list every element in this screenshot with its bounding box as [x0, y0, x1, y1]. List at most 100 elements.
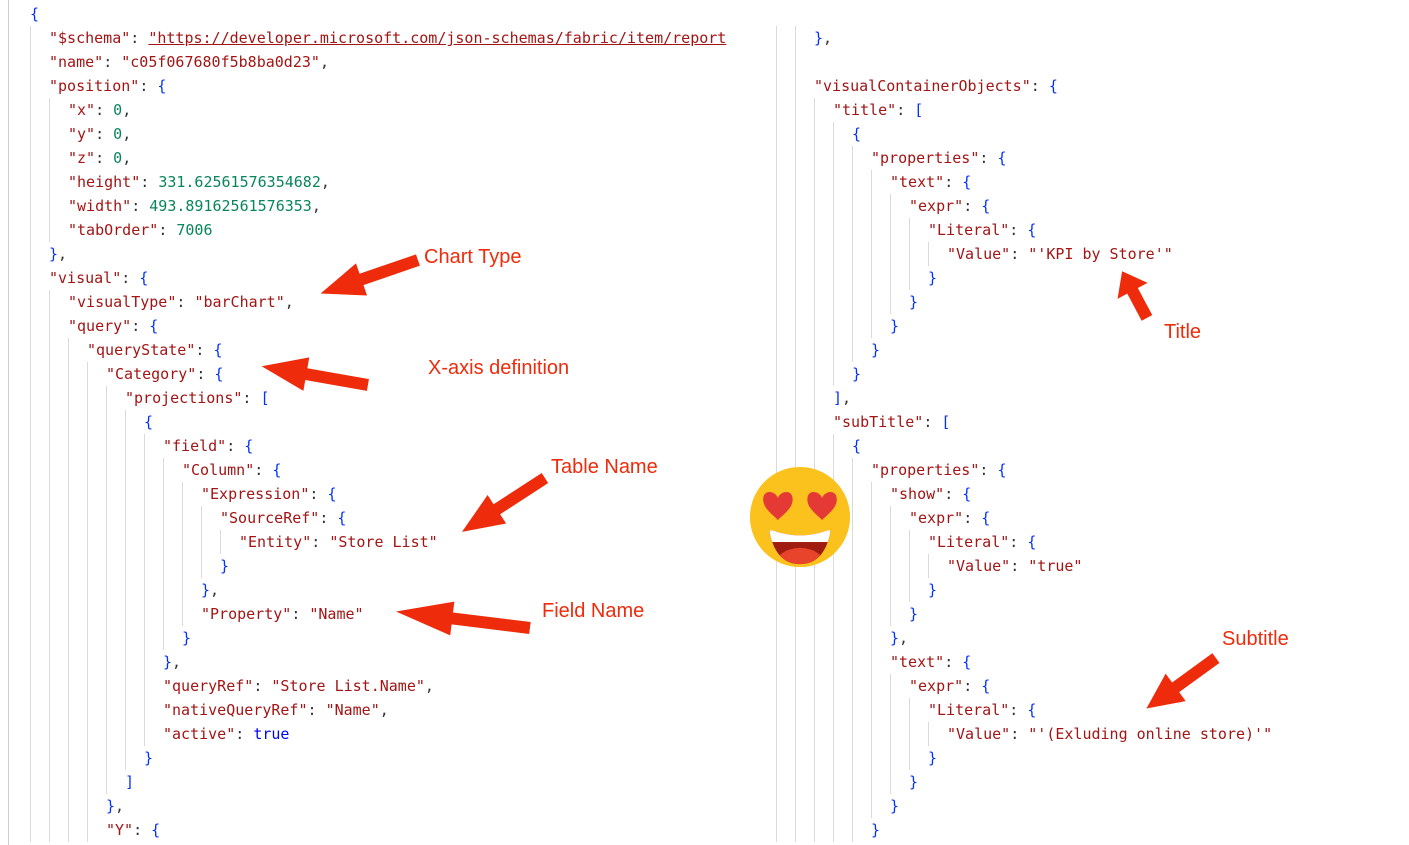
- indent-guide: [852, 458, 871, 482]
- indent-guide: [220, 530, 239, 554]
- indent-guide: [68, 530, 87, 554]
- indent-guide: [49, 770, 68, 794]
- code-token: :: [307, 701, 326, 719]
- indent-guide: [890, 746, 909, 770]
- indent-guide: [163, 458, 182, 482]
- json-editor-left-pane[interactable]: { "$schema": "https://developer.microsoft…: [8, 0, 787, 845]
- code-line: "height": 331.62561576354682,: [30, 170, 787, 194]
- code-token: {: [852, 437, 862, 455]
- code-token: {: [1027, 533, 1037, 551]
- indent-guide: [87, 530, 106, 554]
- indent-guide: [163, 602, 182, 626]
- indent-guide: [871, 674, 890, 698]
- code-line: "$schema": "https://developer.microsoft.…: [30, 26, 787, 50]
- code-token: "active": [163, 725, 236, 743]
- indent-guide: [795, 818, 814, 842]
- indent-guide: [833, 674, 852, 698]
- indent-guide: [68, 698, 87, 722]
- indent-guide: [871, 746, 890, 770]
- code-line: "queryRef": "Store List.Name",: [30, 674, 787, 698]
- annotation-arrow-field-name: [394, 594, 532, 646]
- code-token: "expr": [909, 509, 964, 527]
- code-line: "Column": {: [30, 458, 787, 482]
- code-line: "width": 493.89162561576353,: [30, 194, 787, 218]
- indent-guide: [795, 794, 814, 818]
- indent-guide: [49, 506, 68, 530]
- indent-guide: [87, 746, 106, 770]
- code-token: {: [272, 461, 282, 479]
- code-token: :: [309, 485, 328, 503]
- code-token: }: [871, 821, 881, 839]
- indent-guide: [814, 410, 833, 434]
- code-token: 331.62561576354682: [158, 173, 321, 191]
- indent-guide: [871, 626, 890, 650]
- code-token: {: [30, 5, 40, 23]
- indent-guide: [68, 482, 87, 506]
- code-line: "visualContainerObjects": {: [776, 74, 1409, 98]
- indent-guide: [833, 146, 852, 170]
- indent-guide: [30, 650, 49, 674]
- code-token: "true": [1028, 557, 1083, 575]
- indent-guide: [814, 98, 833, 122]
- code-token: }: [182, 629, 192, 647]
- indent-guide: [814, 266, 833, 290]
- code-line: "expr": {: [776, 194, 1409, 218]
- indent-guide: [814, 122, 833, 146]
- code-token: "barChart": [194, 293, 285, 311]
- indent-guide: [776, 386, 795, 410]
- annotation-label-chart-type: Chart Type: [424, 246, 522, 268]
- indent-guide: [144, 530, 163, 554]
- indent-guide: [49, 194, 68, 218]
- indent-guide: [814, 674, 833, 698]
- code-line: "Literal": {: [776, 218, 1409, 242]
- code-token: {: [327, 485, 337, 503]
- indent-guide: [871, 482, 890, 506]
- indent-guide: [833, 170, 852, 194]
- code-token: "Value": [947, 245, 1011, 263]
- indent-guide: [125, 482, 144, 506]
- code-token: :: [253, 677, 272, 695]
- code-token: "queryRef": [163, 677, 254, 695]
- indent-guide: [833, 722, 852, 746]
- schema-url-link[interactable]: "https://developer.microsoft.com/json-sc…: [148, 29, 727, 47]
- indent-guide: [814, 578, 833, 602]
- indent-guide: [49, 530, 68, 554]
- code-token: true: [253, 725, 290, 743]
- indent-guide: [144, 698, 163, 722]
- indent-guide: [795, 122, 814, 146]
- indent-guide: [795, 290, 814, 314]
- code-token: :: [140, 173, 159, 191]
- indent-guide: [144, 458, 163, 482]
- indent-guide: [795, 362, 814, 386]
- json-editor-right-pane[interactable]: },"visualContainerObjects": {"title": [{…: [754, 0, 1409, 845]
- indent-guide: [144, 674, 163, 698]
- code-token: ,: [379, 701, 389, 719]
- code-token: [: [914, 101, 924, 119]
- indent-guide: [833, 218, 852, 242]
- indent-guide: [30, 362, 49, 386]
- indent-guide: [30, 194, 49, 218]
- code-token: "name": [49, 53, 104, 71]
- code-token: :: [131, 197, 150, 215]
- code-token: "width": [68, 197, 132, 215]
- code-token: "expr": [909, 197, 964, 215]
- code-token: "Value": [947, 557, 1011, 575]
- indent-guide: [890, 602, 909, 626]
- indent-guide: [144, 434, 163, 458]
- indent-guide: [795, 746, 814, 770]
- indent-guide: [125, 698, 144, 722]
- code-token: {: [151, 821, 161, 839]
- indent-guide: [144, 578, 163, 602]
- code-line: "expr": {: [776, 506, 1409, 530]
- code-token: "Name": [309, 605, 364, 623]
- indent-guide: [163, 530, 182, 554]
- indent-guide: [909, 554, 928, 578]
- code-line: }: [776, 314, 1409, 338]
- indent-guide: [833, 314, 852, 338]
- code-line: }: [776, 794, 1409, 818]
- indent-guide: [814, 770, 833, 794]
- indent-guide: [795, 386, 814, 410]
- indent-guide: [106, 578, 125, 602]
- code-token: }: [890, 629, 900, 647]
- indent-guide: [871, 794, 890, 818]
